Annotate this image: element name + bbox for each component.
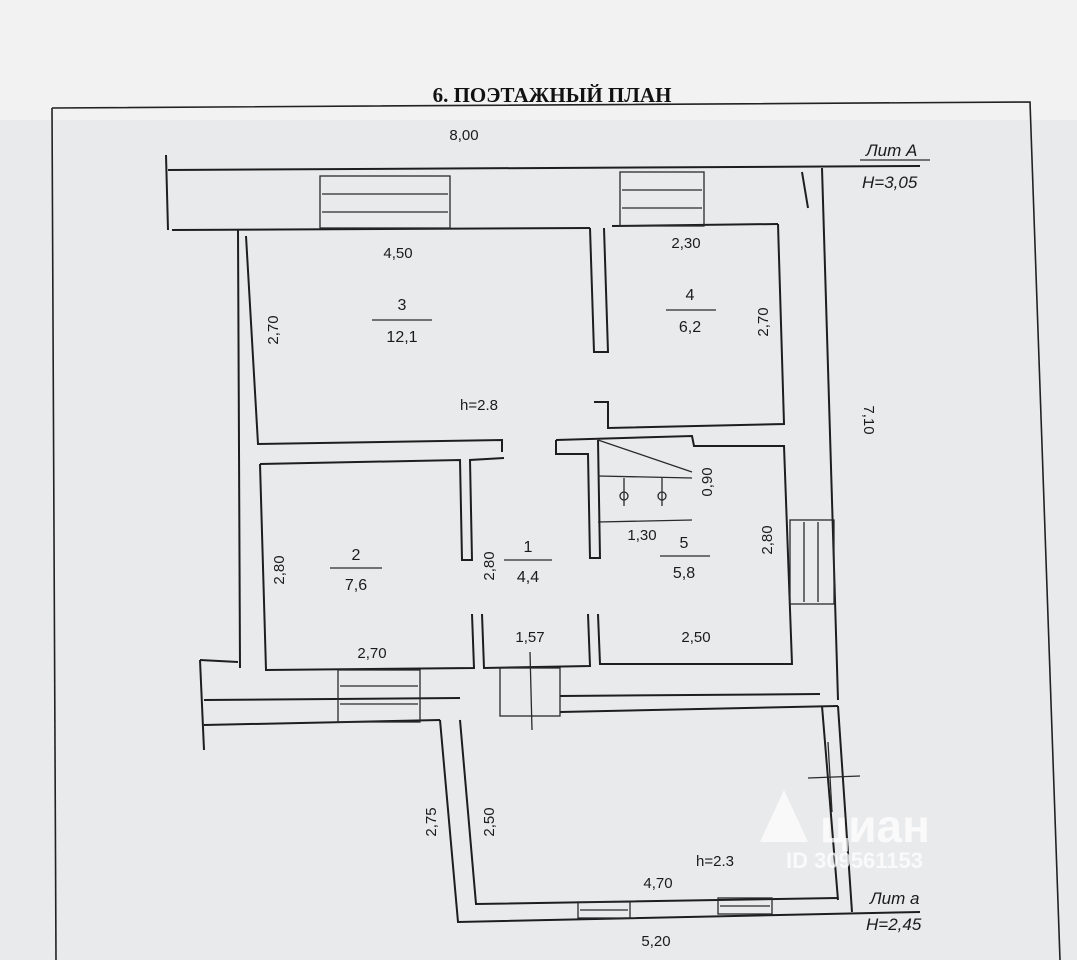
paper-top-highlight [0, 0, 1077, 120]
page-frame-left [51, 107, 57, 960]
room-2-walls [259, 457, 592, 672]
page-frame [51, 101, 1061, 960]
room-5-area: 5,8 [673, 565, 695, 582]
window-bottom [337, 669, 421, 723]
dim-room4-height: 2,70 [755, 307, 772, 336]
dim-veranda-outer-width: 5,20 [641, 933, 670, 950]
veranda-windows [577, 897, 773, 919]
plan-title: 6. ПОЭТАЖНЫЙ ПЛАН [433, 83, 672, 107]
room-4-number: 4 [686, 287, 695, 304]
stair-and-room-5-walls [555, 434, 794, 665]
room-4-label: 4 6,2 [666, 287, 716, 336]
lit-A-height: H=3,05 [862, 173, 918, 192]
room-5-number: 5 [680, 535, 689, 552]
dim-room1-height: 2,80 [481, 551, 498, 580]
room-4-area: 6,2 [679, 319, 701, 336]
room-4-walls [594, 223, 786, 430]
room-2-area: 7,6 [345, 577, 367, 594]
room-3-area: 12,1 [386, 329, 417, 346]
door-right [789, 519, 835, 605]
dim-room2-height: 2,80 [271, 555, 288, 584]
lit-a-height: H=2,45 [866, 915, 922, 934]
dim-room5-height: 2,80 [759, 525, 776, 554]
lit-A-name: Лит А [865, 141, 917, 160]
window-top-right [619, 171, 705, 227]
room-2-number: 2 [352, 547, 361, 564]
room-1-number: 1 [524, 539, 533, 556]
dim-veranda-inner-width: 4,70 [643, 875, 672, 892]
dim-veranda-outer-height: 2,75 [423, 807, 440, 836]
dim-room3-height: 2,70 [265, 315, 282, 344]
cian-brand: циан [820, 800, 930, 852]
dim-room5-width: 2,50 [681, 629, 710, 646]
room-5-label: 5 5,8 [660, 535, 710, 582]
lit-a-veranda-walls [439, 705, 921, 924]
room-3-walls [237, 227, 610, 669]
window-top-left [319, 175, 451, 229]
dim-room2-width: 2,70 [357, 645, 386, 662]
lit-A-inner-height: h=2.8 [460, 397, 498, 414]
cian-logo-icon [760, 790, 808, 842]
lit-a-name: Лит а [869, 889, 919, 908]
room-1-label: 1 4,4 [504, 539, 552, 586]
dim-room1-width: 1,57 [515, 629, 544, 646]
cian-id: ID 309561153 [786, 848, 923, 873]
dim-stair-width: 1,30 [627, 527, 656, 544]
dim-room4-width: 2,30 [671, 235, 700, 252]
lit-a-inner-height: h=2.3 [696, 853, 734, 870]
room-3-number: 3 [398, 297, 407, 314]
door-bottom [499, 651, 561, 731]
dim-veranda-inner-height: 2,50 [481, 807, 498, 836]
room-3-label: 3 12,1 [372, 297, 432, 346]
dim-depth-A: 7,10 [860, 405, 877, 434]
dim-stair-depth: 0,90 [699, 467, 716, 496]
dim-room3-width: 4,50 [383, 245, 412, 262]
cian-watermark: циан ID 309561153 [760, 790, 930, 873]
room-1-area: 4,4 [517, 569, 539, 586]
dim-overall-width: 8,00 [449, 127, 478, 144]
room-2-label: 2 7,6 [330, 547, 382, 594]
